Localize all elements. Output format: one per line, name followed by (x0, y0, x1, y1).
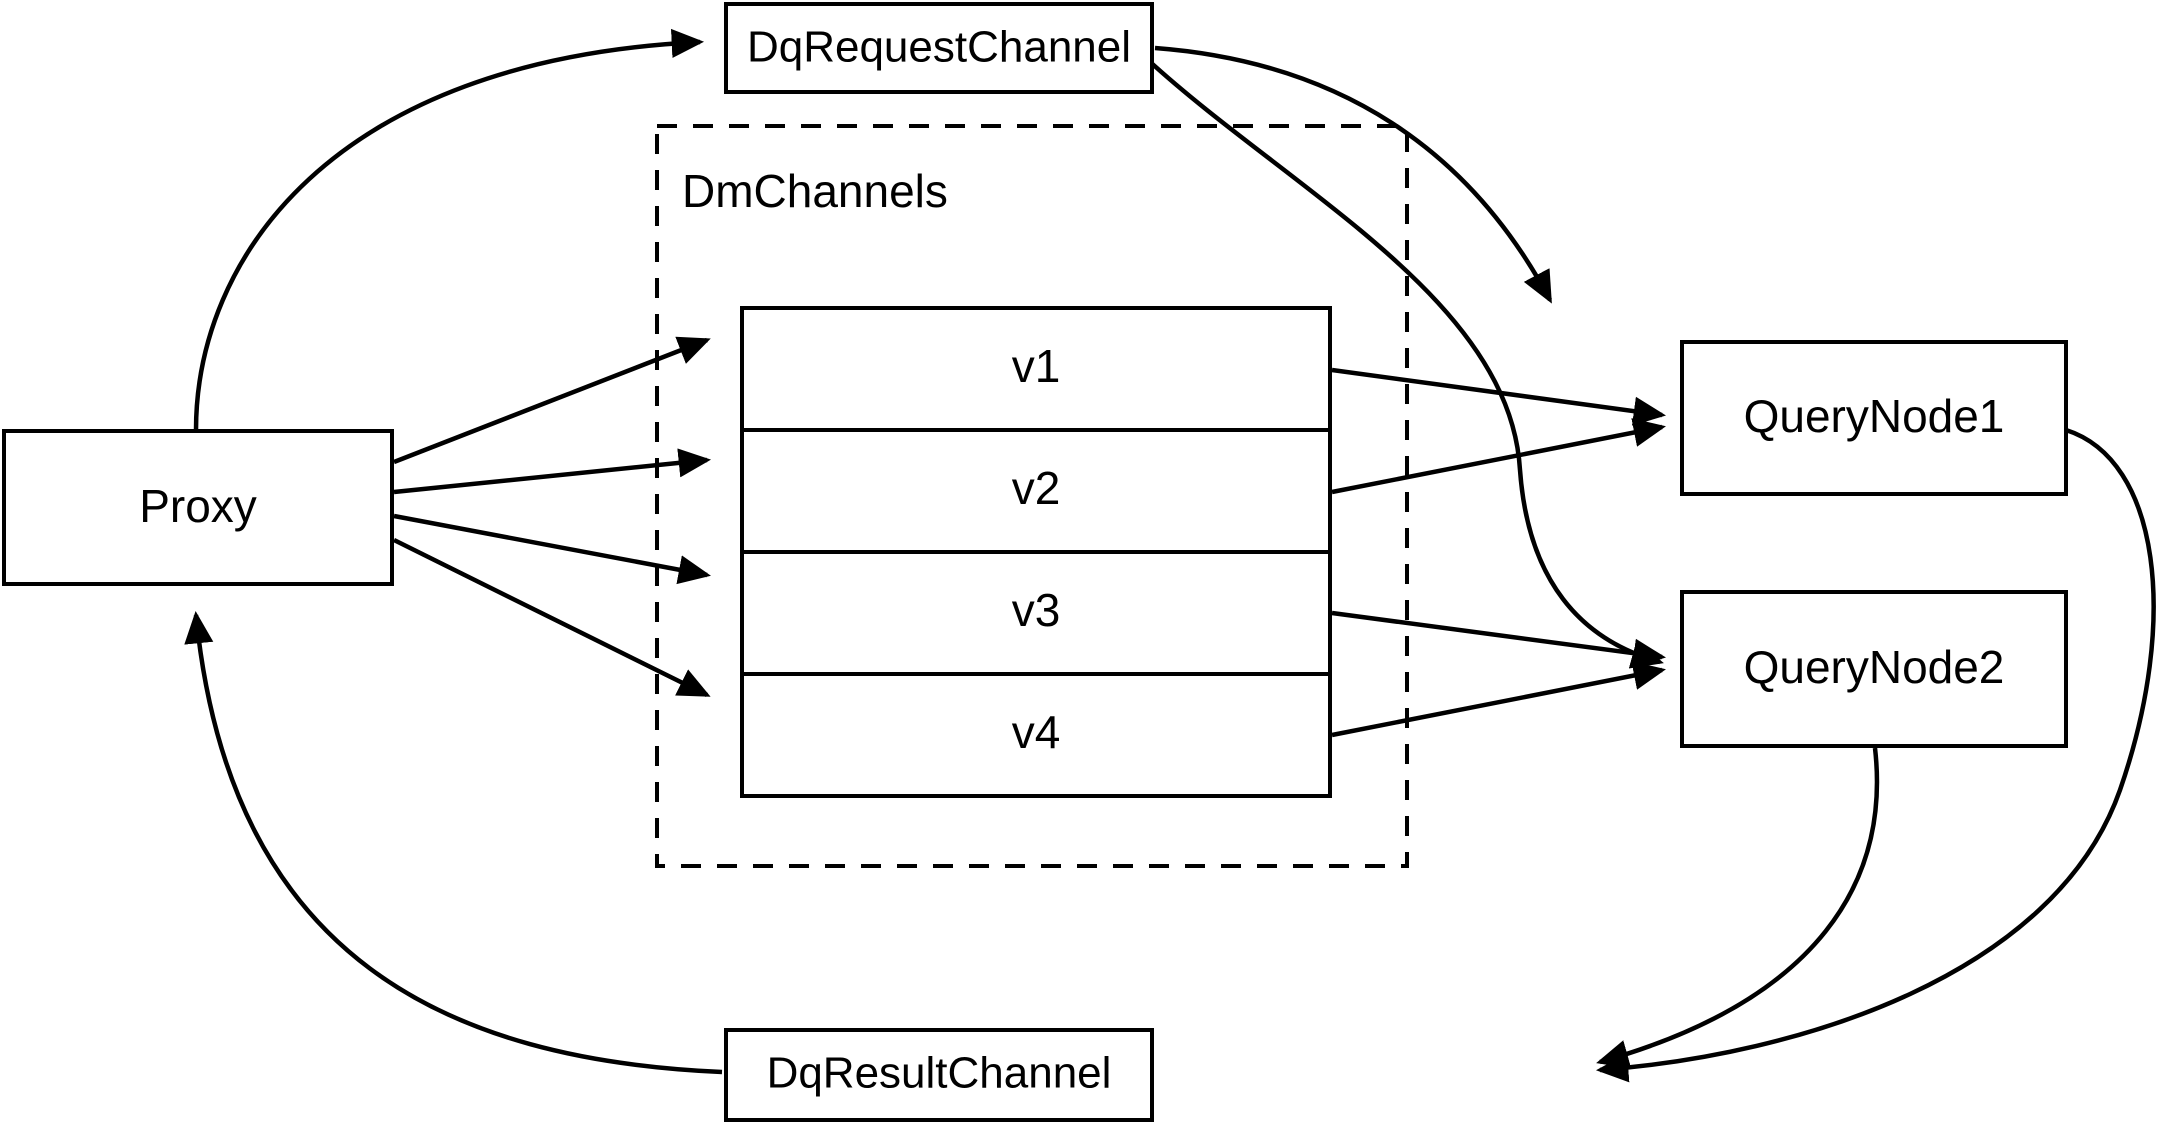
node-dq-request-channel[interactable]: DqRequestChannel (724, 2, 1154, 94)
edge-proxy-to-dqrequestchannel (193, 28, 705, 431)
edge-v3-to-querynode2 (1331, 610, 1667, 668)
dq-result-channel-label: DqResultChannel (767, 1049, 1112, 1098)
v-channel-label-v1[interactable]: v1 (1012, 340, 1061, 392)
dm-channels-group-border (655, 124, 1409, 868)
query-node-2-box[interactable] (1680, 590, 2068, 748)
node-query-node-2[interactable]: QueryNode2 (1680, 590, 2068, 748)
v-channel-label-v2[interactable]: v2 (1012, 462, 1061, 514)
dm-channels-group-label: DmChannels (682, 165, 948, 217)
dq-result-channel-box[interactable] (724, 1028, 1154, 1122)
node-query-node-1[interactable]: QueryNode1 (1680, 340, 2068, 496)
query-node-1-box[interactable] (1680, 340, 2068, 496)
dq-request-channel-box[interactable] (724, 2, 1154, 94)
proxy-label: Proxy (139, 480, 257, 532)
dm-channels-group: DmChannels (655, 124, 1409, 868)
edge-proxy-to-v4 (393, 537, 711, 698)
edge-v2-to-querynode1 (1331, 418, 1666, 495)
edge-proxy-to-v1 (393, 336, 711, 465)
edge-querynode2-to-dqresultchannel (1596, 747, 1880, 1069)
edge-proxy-to-v3 (393, 513, 711, 585)
proxy-box[interactable] (2, 429, 394, 586)
edge-querynode1-to-dqresultchannel (1595, 427, 2156, 1083)
edge-v1-to-querynode1 (1331, 367, 1667, 426)
edge-dqrequestchannel-to-querynode1 (1154, 45, 1552, 304)
node-dq-result-channel[interactable]: DqResultChannel (724, 1028, 1154, 1122)
edge-proxy-to-v2 (393, 448, 712, 495)
v-channel-stack: v1 v2 v3 v4 (740, 306, 1332, 798)
v-channel-label-v4[interactable]: v4 (1012, 706, 1061, 758)
v-channel-label-v3[interactable]: v3 (1012, 584, 1061, 636)
dq-request-channel-label: DqRequestChannel (747, 23, 1131, 72)
edge-v4-to-querynode2 (1331, 661, 1666, 738)
edge-dqresultchannel-to-proxy (184, 610, 723, 1075)
node-proxy[interactable]: Proxy (2, 429, 394, 586)
query-node-2-label: QueryNode2 (1744, 641, 2005, 693)
edge-dqrequestchannel-to-querynode2 (1146, 58, 1664, 669)
query-node-1-label: QueryNode1 (1744, 390, 2005, 442)
